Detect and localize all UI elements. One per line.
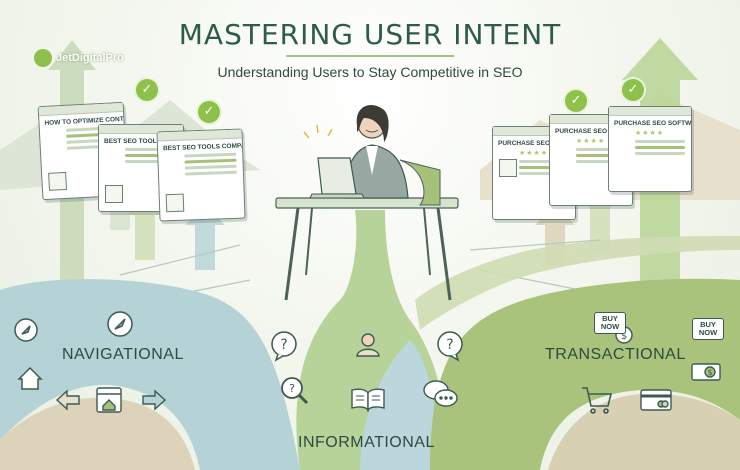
buy-now-badge-icon: BUY NOW (692, 318, 724, 340)
checkmark-icon: ✓ (565, 90, 587, 112)
laptop-icon (309, 157, 365, 199)
card-title: PURCHASE SEO SOFTWARE (614, 120, 691, 127)
open-book-icon (351, 388, 385, 413)
magnifier-question-icon: ? (281, 377, 309, 405)
content-card-left-3: BEST SEO TOOLS COMPARISON (156, 128, 246, 222)
person-at-desk (344, 105, 441, 206)
back-arrow-icon (55, 389, 80, 411)
intent-label-transactional: TRANSACTIONAL (545, 346, 686, 363)
transactional-path-upper (415, 236, 740, 330)
logo-mark-icon (34, 49, 52, 67)
svg-text:?: ? (289, 382, 295, 395)
buy-now-badge-icon: BUY NOW (594, 312, 626, 334)
question-bubble-icon: ? (271, 331, 297, 362)
rating-stars-icon: ★★★★ (576, 137, 606, 145)
logo-text: JetDigitalPro (56, 52, 124, 64)
card-titlebar (99, 125, 183, 134)
card-title: BEST SEO TOOLS COMPARISON (104, 138, 183, 145)
checkmark-icon: ✓ (622, 79, 644, 101)
forward-arrow-icon (142, 389, 167, 411)
checkmark-icon: ✓ (198, 101, 220, 123)
question-bubble-icon: ? (437, 331, 463, 362)
rating-stars-icon: ★★★★ (519, 149, 549, 157)
informational-path-blue (360, 340, 437, 470)
compass-icon (107, 311, 133, 337)
intent-label-navigational: NAVIGATIONAL (62, 346, 184, 363)
card-titlebar (609, 107, 691, 116)
cash-icon: $ (691, 363, 721, 381)
card-title: PURCHASE SEO SOFTWARE (498, 140, 575, 147)
chat-bubbles-icon (423, 380, 458, 407)
checkmark-icon: ✓ (136, 79, 158, 101)
card-title: BEST SEO TOOLS COMPARISON (162, 141, 243, 153)
brand-logo: JetDigitalPro (34, 49, 124, 67)
content-card-right-3: PURCHASE SEO SOFTWARE ★★★★ (608, 106, 692, 192)
rating-stars-icon: ★★★★ (635, 129, 665, 137)
title-divider (286, 55, 454, 57)
idea-rays-icon (303, 124, 333, 139)
content-card-right-1: PURCHASE SEO SOFTWARE ★★★★ (492, 126, 576, 220)
transactional-path-tan (548, 393, 740, 470)
svg-text:?: ? (446, 337, 453, 353)
home-icon (17, 366, 43, 390)
browser-home-icon (96, 387, 122, 413)
intent-label-informational: INFORMATIONAL (298, 434, 435, 451)
card-title: PURCHASE SEO SOFTWARE (555, 128, 632, 135)
navigational-path (0, 279, 300, 470)
shopping-cart-icon (582, 387, 613, 414)
svg-text:$: $ (621, 331, 627, 342)
compass-icon (14, 318, 38, 342)
lightbulb-icon (48, 171, 68, 191)
svg-text:$: $ (707, 368, 712, 377)
credit-card-icon (640, 389, 672, 411)
person-icon (356, 333, 380, 357)
page-title: MASTERING USER INTENT (178, 18, 562, 51)
transactional-path (430, 278, 740, 470)
navigational-path-tan (0, 397, 195, 470)
chart-thumbnail-icon (105, 185, 123, 203)
bar-chart-icon (165, 193, 185, 213)
page-subtitle: Understanding Users to Stay Competitive … (217, 64, 523, 80)
lock-icon (499, 159, 517, 177)
svg-text:?: ? (280, 337, 287, 353)
card-titlebar (550, 115, 632, 124)
card-titlebar (493, 127, 575, 136)
